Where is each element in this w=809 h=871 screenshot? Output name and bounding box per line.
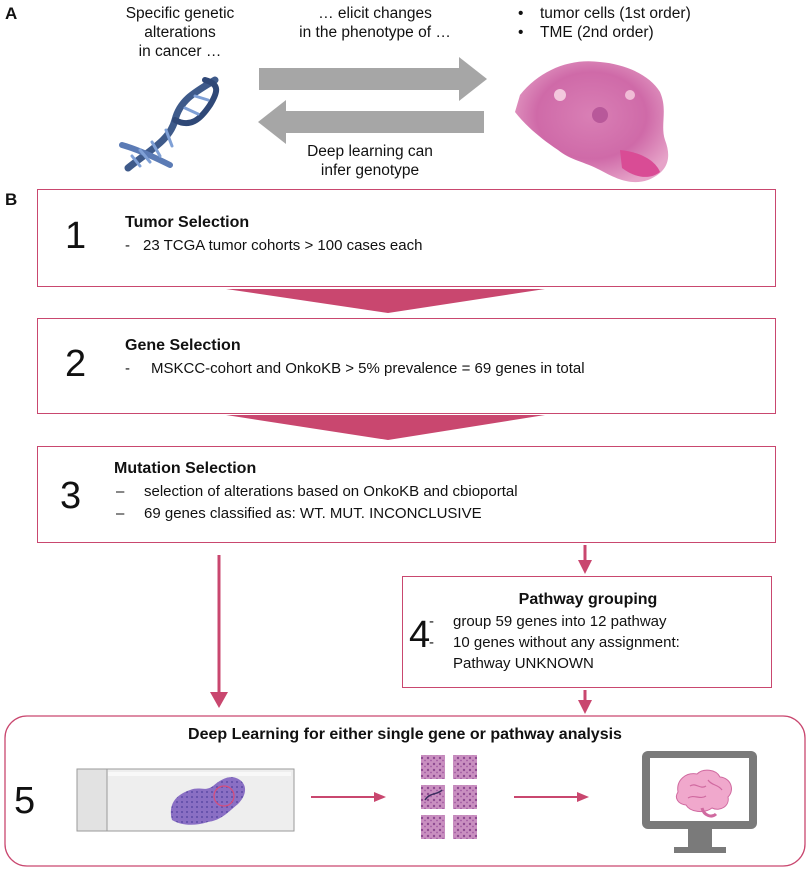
step2-item-text: MSKCC-cohort and OnkoKB > 5% prevalence … (151, 360, 585, 377)
arrow-3-to-5 (210, 555, 228, 708)
step5-title: Deep Learning for either single gene or … (188, 726, 622, 743)
step3-box: 3 Mutation Selection –selection of alter… (37, 446, 776, 543)
step4-number: 4 (409, 614, 431, 656)
gray-arrow-right (259, 57, 487, 101)
bottom-text-line: infer genotype (320, 162, 420, 179)
step1-item: -23 TCGA tumor cohorts > 100 cases each (125, 237, 423, 254)
step2-number: 2 (65, 343, 87, 385)
step4-item: -group 59 genes into 12 pathway (429, 613, 667, 630)
bottom-text-line: Deep learning can (307, 143, 433, 160)
step2-item: -MSKCC-cohort and OnkoKB > 5% prevalence… (125, 360, 585, 377)
arrow-tiles-to-monitor (514, 792, 589, 802)
bullet-text: TME (2nd order) (540, 24, 654, 41)
tissue-image-icon (515, 61, 669, 183)
panel-a-label: A (5, 4, 18, 23)
arrow-3-to-4 (578, 545, 592, 574)
left-text-line: alterations (144, 24, 216, 41)
step4-item: Pathway UNKNOWN (453, 655, 594, 672)
step1-item-text: 23 TCGA tumor cohorts > 100 cases each (143, 237, 423, 254)
arrow-slide-to-tiles (311, 792, 386, 802)
top-text-line: in the phenotype of … (299, 24, 451, 41)
step1-number: 1 (65, 215, 87, 257)
step4-item-text: 10 genes without any assignment: (453, 634, 680, 651)
step4-item-text: group 59 genes into 12 pathway (453, 613, 667, 630)
slide-icon (76, 768, 295, 832)
step2-title: Gene Selection (125, 337, 241, 354)
top-text-line: … elicit changes (318, 5, 432, 22)
panel-b-label: B (5, 190, 18, 209)
step3-number: 3 (60, 475, 82, 517)
step3-item-text: 69 genes classified as: WT. MUT. INCONCL… (144, 505, 482, 522)
left-text-line: in cancer … (138, 43, 222, 60)
arrow-4-to-5 (578, 690, 592, 714)
bullet-text: tumor cells (1st order) (540, 5, 691, 22)
bullet-item: •tumor cells (1st order) (518, 5, 691, 22)
wedge-arrow-1 (226, 289, 545, 313)
panel-a-bullets: •tumor cells (1st order) •TME (2nd order… (518, 4, 758, 42)
step2-box: 2 Gene Selection -MSKCC-cohort and OnkoK… (37, 318, 776, 414)
panel-a-left-text: Specific genetic alterations in cancer … (100, 4, 260, 61)
step1-box: 1 Tumor Selection -23 TCGA tumor cohorts… (37, 189, 776, 287)
left-text-line: Specific genetic (125, 5, 235, 22)
wedge-arrow-2 (226, 415, 545, 440)
panel-a-top-text: … elicit changes in the phenotype of … (275, 4, 475, 42)
step4-item: -10 genes without any assignment: (429, 634, 680, 651)
step1-title: Tumor Selection (125, 214, 250, 231)
step3-item-text: selection of alterations based on OnkoKB… (144, 483, 518, 500)
dna-icon (119, 76, 220, 172)
step5-number: 5 (14, 780, 36, 822)
tiles-icon (421, 755, 477, 839)
step4-title: Pathway grouping (518, 591, 658, 608)
step3-title: Mutation Selection (114, 460, 257, 477)
step5-box (4, 715, 806, 867)
bullet-item: •TME (2nd order) (518, 24, 654, 41)
step3-item: –69 genes classified as: WT. MUT. INCONC… (116, 505, 482, 522)
gray-arrow-left (258, 100, 484, 144)
panel-a-bottom-text: Deep learning can infer genotype (270, 142, 470, 180)
step3-item: –selection of alterations based on OnkoK… (116, 483, 518, 500)
monitor-brain-icon (642, 751, 757, 853)
step4-box: Pathway grouping 4 -group 59 genes into … (402, 576, 772, 688)
